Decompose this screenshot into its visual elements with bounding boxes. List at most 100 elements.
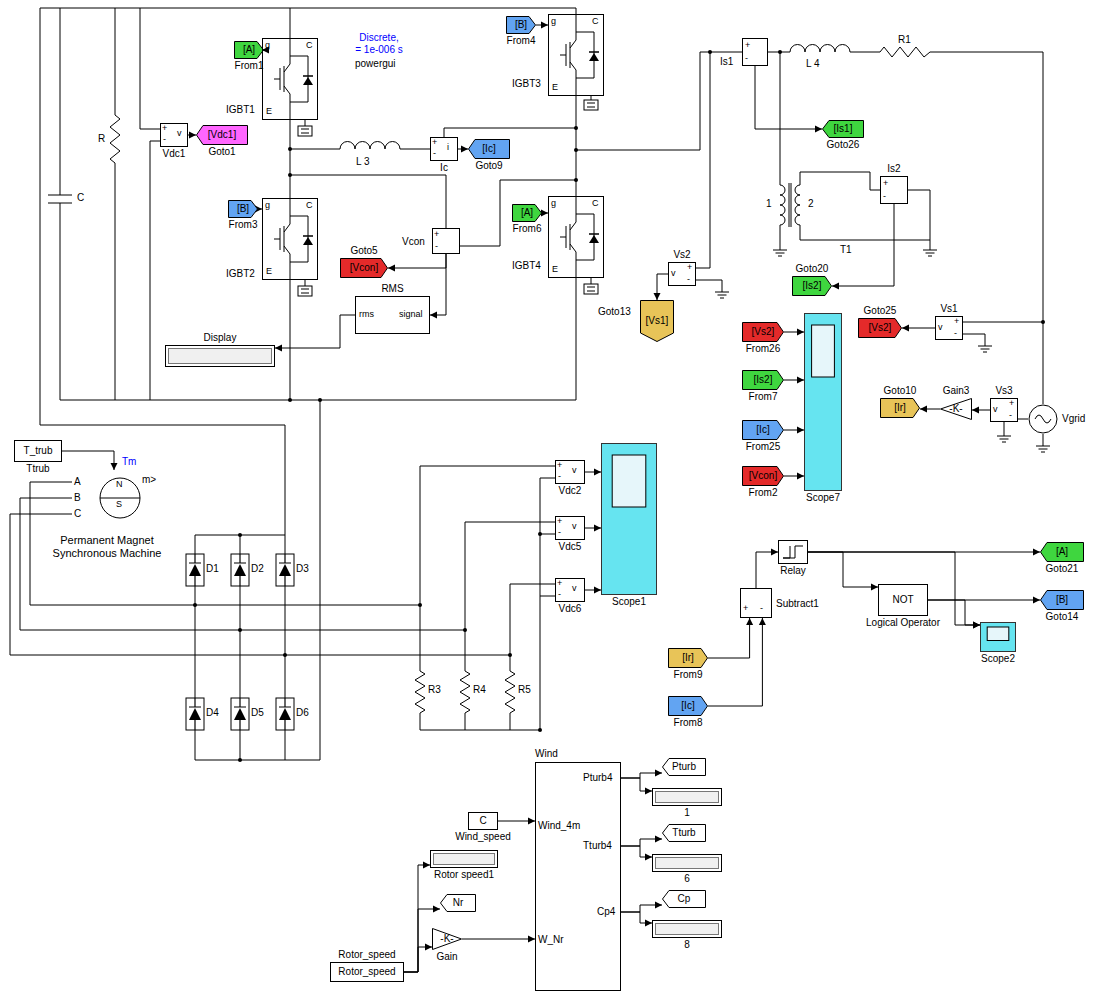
goto-tag-text: Goto13 bbox=[598, 306, 631, 318]
voltage-measurement-text: v bbox=[993, 404, 998, 415]
from-tag-text: [Ic] bbox=[756, 424, 769, 436]
resistor-symbol bbox=[415, 665, 515, 715]
arrow-head bbox=[797, 329, 804, 336]
connector-line bbox=[462, 939, 535, 940]
from-tag-text: From2 bbox=[749, 487, 778, 499]
arrow-head bbox=[746, 618, 753, 625]
from-tag: [B]From3 bbox=[228, 200, 258, 218]
component-label: R1 bbox=[898, 34, 911, 46]
signal-line bbox=[920, 406, 940, 413]
from-tag: [B]From4 bbox=[506, 16, 536, 34]
electrical-wire bbox=[576, 96, 577, 196]
arrow-head bbox=[871, 584, 878, 591]
goto-tag: [Vcon]Goto5 bbox=[340, 258, 388, 278]
from-tag: [Ic]From25 bbox=[742, 420, 784, 440]
voltage-measurement-text: Vs3 bbox=[995, 385, 1012, 397]
voltage-measurement-text: Vs2 bbox=[673, 249, 690, 261]
igbt-block-text: g bbox=[265, 40, 270, 51]
block-outline bbox=[980, 622, 1016, 652]
component-label: D3 bbox=[296, 563, 309, 575]
current-measurement-text: Is2 bbox=[887, 163, 900, 175]
igbt-block-text: E bbox=[266, 266, 272, 277]
display-block-text: 1 bbox=[684, 807, 690, 819]
from-tag-text: From7 bbox=[749, 391, 778, 403]
goto-tag: [B]Goto14 bbox=[1040, 590, 1084, 610]
voltage-measurement-text: + bbox=[1009, 398, 1014, 409]
igbt-block: IGBT4gCE bbox=[548, 196, 604, 278]
component-label: T1 bbox=[840, 244, 852, 256]
goto-tag: [Vs1]Goto13 bbox=[640, 300, 674, 342]
gain-block-text: Gain bbox=[436, 951, 457, 963]
arrow-head bbox=[1033, 549, 1040, 556]
powergui-block: Discrete, = 1e-006 spowergui bbox=[355, 32, 403, 62]
scope-block-text: Scope7 bbox=[806, 492, 840, 504]
block-outline bbox=[1028, 404, 1058, 434]
arrow-head bbox=[645, 854, 652, 861]
arrow-head bbox=[655, 902, 662, 909]
scope-block: Scope1 bbox=[601, 443, 657, 595]
current-measurement-text: Is1 bbox=[720, 56, 733, 68]
from-tag: [A]From1 bbox=[234, 41, 264, 59]
goto-tag-text: [Vs1] bbox=[646, 315, 669, 327]
component-label: D4 bbox=[206, 707, 219, 719]
arrow-head bbox=[275, 345, 282, 352]
arrow-head bbox=[771, 549, 778, 556]
voltage-measurement-text: - bbox=[1009, 410, 1012, 421]
component-label: R4 bbox=[473, 684, 486, 696]
goto-tag-text: [Is2] bbox=[803, 280, 822, 292]
component-label: R bbox=[98, 133, 105, 145]
rms-block: rmssignalRMS bbox=[355, 296, 430, 334]
relay-block-text: Relay bbox=[780, 565, 806, 577]
signal-line bbox=[585, 469, 601, 476]
signal-line bbox=[832, 204, 894, 290]
goto-tag: [Ic]Goto9 bbox=[468, 139, 510, 159]
goto-tag-text: Cp bbox=[678, 893, 691, 905]
constant-block-text: Rotor_speed bbox=[338, 949, 395, 961]
voltage-measurement: +v-Vdc6 bbox=[555, 578, 585, 602]
sum-block: +-Subtract1 bbox=[740, 588, 772, 618]
connector-line bbox=[388, 254, 446, 268]
scope-block-text: Scope1 bbox=[612, 596, 646, 608]
gain-block-text: Gain3 bbox=[943, 385, 970, 397]
goto-tag: Nr bbox=[440, 894, 476, 912]
current-measurement: +-Is1 bbox=[742, 38, 768, 66]
igbt-block-text: E bbox=[552, 264, 558, 275]
display-block: 8 bbox=[652, 920, 722, 938]
wind-turbine-block-text: Pturb4 bbox=[583, 772, 612, 784]
wind-turbine-block-text: Tturb4 bbox=[583, 840, 612, 852]
block-outline bbox=[804, 313, 842, 491]
current-measurement-text: + bbox=[745, 40, 750, 51]
voltage-measurement: v+-Vs3 bbox=[990, 398, 1018, 422]
voltage-measurement-text: + bbox=[557, 516, 562, 527]
goto-tag: Cp bbox=[662, 890, 706, 908]
voltage-measurement-text: - bbox=[435, 241, 438, 252]
goto-tag-text: [Vs2] bbox=[869, 322, 892, 334]
arrow-head bbox=[645, 788, 652, 795]
voltage-measurement-text: v bbox=[938, 322, 943, 333]
component-label: 1 bbox=[766, 198, 772, 210]
signal-line bbox=[458, 146, 468, 153]
constant-block-text: Rotor_speed bbox=[338, 966, 395, 978]
goto-tag-text: Goto20 bbox=[796, 263, 829, 275]
goto-tag: [Is2]Goto20 bbox=[792, 276, 832, 296]
from-tag-text: [Vcon] bbox=[749, 470, 777, 482]
display-block: 1 bbox=[652, 788, 722, 806]
voltage-measurement-text: - bbox=[163, 134, 166, 145]
constant-block: Rotor_speedRotor_speed bbox=[330, 962, 404, 982]
signal-line bbox=[784, 473, 804, 480]
goto-tag: [A]Goto21 bbox=[1040, 542, 1084, 562]
sum-block-text: Subtract1 bbox=[776, 598, 819, 610]
voltage-measurement-text: v bbox=[572, 583, 577, 594]
goto-tag: [Vs2]Goto25 bbox=[858, 318, 902, 338]
display-block: Rotor speed1 bbox=[430, 850, 498, 868]
signal-line bbox=[972, 407, 990, 414]
igbt-symbol bbox=[274, 14, 599, 280]
machine-block-text: Permanent Magnet Synchronous Machine bbox=[42, 534, 172, 560]
signal-line bbox=[498, 818, 535, 825]
rms-block-text: rms bbox=[359, 309, 374, 320]
from-tag-text: [B] bbox=[237, 203, 249, 215]
from-tag: [Vcon]From2 bbox=[742, 466, 784, 486]
goto-tag-text: Goto9 bbox=[475, 160, 502, 172]
signal-line bbox=[708, 618, 753, 658]
